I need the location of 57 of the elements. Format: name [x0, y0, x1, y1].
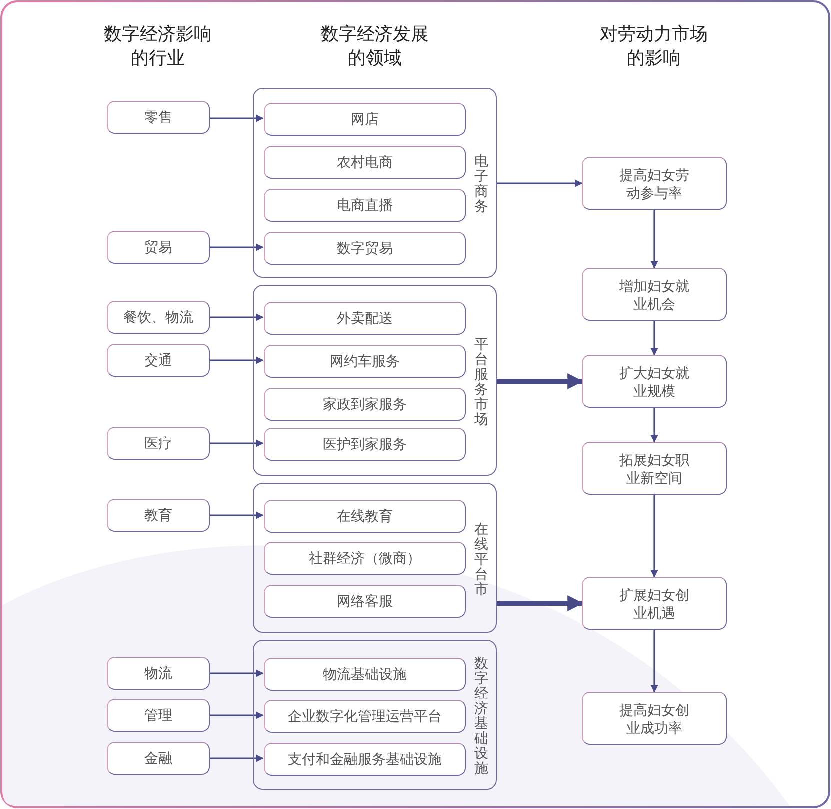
- arrow: [650, 630, 658, 693]
- process-box: 管理: [107, 699, 210, 732]
- process-box: 网店: [264, 103, 466, 136]
- arrow: [210, 114, 264, 122]
- arrow: [210, 754, 264, 762]
- process-box: 数字贸易: [264, 232, 466, 265]
- group-box: [253, 640, 497, 790]
- arrow: [497, 374, 584, 390]
- process-box: 支付和金融服务基础设施: [264, 743, 466, 776]
- impact-box: 拓展妇女职业新空间: [582, 442, 727, 495]
- column-heading: 对劳动力市场的影响: [599, 23, 709, 70]
- process-box: 教育: [107, 499, 210, 532]
- column-heading: 数字经济发展的领域: [320, 23, 430, 70]
- process-box: 在线教育: [264, 500, 466, 533]
- process-box: 网络客服: [264, 585, 466, 618]
- group-box: [253, 483, 497, 633]
- process-box: 外卖配送: [264, 302, 466, 335]
- process-box: 医护到家服务: [264, 428, 466, 461]
- arrow: [210, 314, 264, 322]
- group-label: 数字经济基础设施: [474, 656, 489, 776]
- group-label: 在线平台市: [474, 522, 489, 596]
- process-box: 物流: [107, 657, 210, 690]
- arrow: [210, 244, 264, 252]
- process-box: 社群经济（微商）: [264, 542, 466, 575]
- process-box: 餐饮、物流: [107, 301, 210, 334]
- arrow: [650, 408, 658, 443]
- process-box: 金融: [107, 742, 210, 775]
- process-box: 家政到家服务: [264, 388, 466, 421]
- arrow: [210, 440, 264, 448]
- arrow: [497, 180, 583, 188]
- process-box: 网约车服务: [264, 345, 466, 378]
- group-box: [253, 88, 497, 278]
- arrow: [650, 210, 658, 269]
- process-box: 物流基础设施: [264, 658, 466, 691]
- impact-box: 扩展妇女创业机遇: [582, 577, 727, 630]
- process-box: 零售: [107, 101, 210, 134]
- process-box: 电商直播: [264, 189, 466, 222]
- arrow: [210, 356, 264, 364]
- group-box: [253, 285, 497, 476]
- arrow: [650, 321, 658, 356]
- impact-box: 提高妇女创业成功率: [582, 692, 727, 745]
- group-label: 电子商务: [474, 154, 489, 214]
- arrow: [210, 512, 264, 520]
- impact-box: 扩大妇女就业规模: [582, 355, 727, 408]
- arrow: [210, 712, 264, 720]
- process-box: 贸易: [107, 231, 210, 264]
- arrow: [497, 596, 584, 612]
- process-box: 交通: [107, 344, 210, 377]
- impact-box: 增加妇女就业机会: [582, 268, 727, 321]
- column-heading: 数字经济影响的行业: [103, 23, 213, 70]
- process-box: 企业数字化管理运营平台: [264, 700, 466, 733]
- impact-box: 提高妇女劳动参与率: [582, 157, 727, 210]
- process-box: 医疗: [107, 427, 210, 460]
- arrow: [650, 495, 658, 578]
- arrow: [210, 670, 264, 678]
- group-label: 平台服务市场: [474, 336, 489, 426]
- process-box: 农村电商: [264, 146, 466, 179]
